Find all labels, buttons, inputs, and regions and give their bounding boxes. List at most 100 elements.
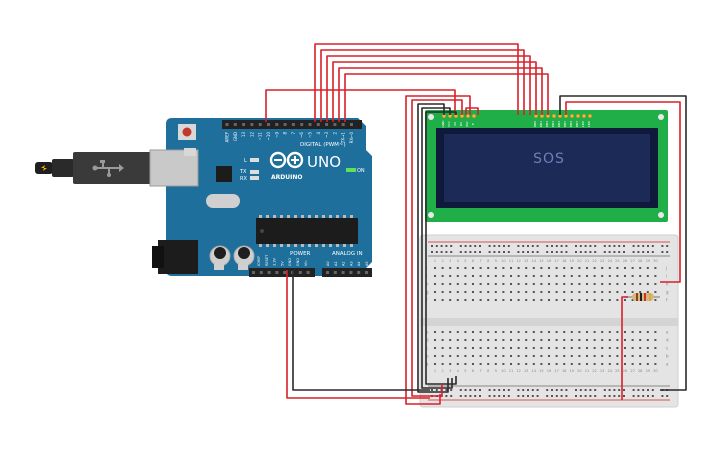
breadboard-hole[interactable] bbox=[616, 331, 619, 333]
analog-pin[interactable] bbox=[333, 271, 337, 274]
breadboard-hole[interactable] bbox=[563, 339, 566, 341]
breadboard-hole[interactable] bbox=[441, 299, 444, 301]
breadboard-hole[interactable] bbox=[608, 283, 611, 285]
rail-hole[interactable] bbox=[584, 251, 587, 253]
breadboard-hole[interactable] bbox=[563, 299, 566, 301]
lcd-pin[interactable] bbox=[551, 113, 557, 119]
breadboard-hole[interactable] bbox=[456, 275, 459, 277]
rail-hole[interactable] bbox=[507, 389, 510, 391]
breadboard-hole[interactable] bbox=[578, 267, 581, 269]
rail-hole[interactable] bbox=[527, 395, 529, 397]
breadboard-hole[interactable] bbox=[540, 347, 543, 349]
breadboard-hole[interactable] bbox=[472, 355, 474, 357]
digital-pin[interactable] bbox=[350, 123, 353, 126]
rail-hole[interactable] bbox=[531, 389, 534, 391]
breadboard-hole[interactable] bbox=[570, 267, 573, 269]
breadboard-hole[interactable] bbox=[494, 283, 497, 285]
breadboard-hole[interactable] bbox=[646, 275, 649, 277]
breadboard-hole[interactable] bbox=[631, 331, 634, 333]
breadboard-hole[interactable] bbox=[532, 363, 535, 365]
breadboard-hole[interactable] bbox=[616, 363, 619, 365]
rail-hole[interactable] bbox=[479, 395, 481, 397]
rail-hole[interactable] bbox=[594, 389, 597, 391]
breadboard-hole[interactable] bbox=[449, 347, 452, 349]
breadboard-hole[interactable] bbox=[578, 275, 581, 277]
breadboard-hole[interactable] bbox=[646, 347, 649, 349]
breadboard-hole[interactable] bbox=[487, 299, 490, 301]
rail-hole[interactable] bbox=[551, 395, 553, 397]
breadboard-hole[interactable] bbox=[540, 267, 543, 269]
breadboard-hole[interactable] bbox=[540, 291, 543, 293]
rail-hole[interactable] bbox=[666, 251, 669, 253]
breadboard-hole[interactable] bbox=[532, 299, 535, 301]
breadboard-hole[interactable] bbox=[532, 267, 535, 269]
breadboard-hole[interactable] bbox=[494, 339, 497, 341]
breadboard-hole[interactable] bbox=[449, 267, 452, 269]
rail-hole[interactable] bbox=[560, 245, 563, 247]
breadboard-hole[interactable] bbox=[532, 355, 535, 357]
rail-hole[interactable] bbox=[464, 245, 467, 247]
breadboard-hole[interactable] bbox=[548, 299, 550, 301]
breadboard-hole[interactable] bbox=[631, 355, 634, 357]
breadboard-hole[interactable] bbox=[586, 347, 588, 349]
rail-hole[interactable] bbox=[459, 389, 462, 391]
rail-hole[interactable] bbox=[661, 395, 664, 397]
breadboard-hole[interactable] bbox=[540, 331, 543, 333]
rail-hole[interactable] bbox=[632, 395, 635, 397]
power-pin[interactable] bbox=[275, 271, 279, 274]
breadboard-hole[interactable] bbox=[601, 267, 604, 269]
digital-pin[interactable] bbox=[308, 123, 312, 126]
rail-hole[interactable] bbox=[623, 245, 625, 247]
breadboard-hole[interactable] bbox=[624, 339, 626, 341]
breadboard-hole[interactable] bbox=[631, 339, 634, 341]
breadboard-hole[interactable] bbox=[654, 363, 657, 365]
rail-hole[interactable] bbox=[608, 251, 611, 253]
power-pin[interactable] bbox=[306, 271, 310, 274]
digital-pin[interactable] bbox=[275, 123, 279, 126]
breadboard-hole[interactable] bbox=[532, 331, 535, 333]
breadboard-hole[interactable] bbox=[654, 347, 657, 349]
rail-hole[interactable] bbox=[522, 395, 525, 397]
rail-hole[interactable] bbox=[507, 395, 510, 397]
breadboard-hole[interactable] bbox=[639, 283, 642, 285]
breadboard-hole[interactable] bbox=[479, 291, 482, 293]
breadboard-hole[interactable] bbox=[502, 363, 505, 365]
breadboard-hole[interactable] bbox=[563, 347, 566, 349]
breadboard-hole[interactable] bbox=[631, 347, 634, 349]
rail-hole[interactable] bbox=[435, 389, 438, 391]
rail-hole[interactable] bbox=[493, 389, 496, 391]
breadboard-hole[interactable] bbox=[525, 267, 528, 269]
rail-hole[interactable] bbox=[522, 251, 525, 253]
breadboard-hole[interactable] bbox=[449, 275, 452, 277]
breadboard-hole[interactable] bbox=[456, 363, 459, 365]
breadboard-hole[interactable] bbox=[449, 283, 452, 285]
rail-hole[interactable] bbox=[555, 245, 558, 247]
breadboard-hole[interactable] bbox=[510, 363, 512, 365]
breadboard-hole[interactable] bbox=[570, 299, 573, 301]
breadboard-hole[interactable] bbox=[494, 299, 497, 301]
breadboard-hole[interactable] bbox=[608, 355, 611, 357]
breadboard-hole[interactable] bbox=[601, 299, 604, 301]
rail-hole[interactable] bbox=[594, 395, 597, 397]
rail-hole[interactable] bbox=[435, 251, 438, 253]
power-pin[interactable] bbox=[252, 271, 255, 274]
breadboard-hole[interactable] bbox=[654, 291, 657, 293]
breadboard-hole[interactable] bbox=[555, 363, 558, 365]
breadboard-hole[interactable] bbox=[510, 275, 512, 277]
breadboard-hole[interactable] bbox=[517, 275, 520, 277]
breadboard-hole[interactable] bbox=[586, 339, 588, 341]
breadboard-hole[interactable] bbox=[472, 339, 474, 341]
breadboard-hole[interactable] bbox=[631, 267, 634, 269]
rail-hole[interactable] bbox=[517, 389, 520, 391]
breadboard-hole[interactable] bbox=[517, 355, 520, 357]
breadboard-hole[interactable] bbox=[517, 331, 520, 333]
rail-hole[interactable] bbox=[450, 251, 453, 253]
rail-hole[interactable] bbox=[531, 251, 534, 253]
breadboard-hole[interactable] bbox=[654, 331, 657, 333]
breadboard-hole[interactable] bbox=[494, 275, 497, 277]
breadboard-hole[interactable] bbox=[608, 331, 611, 333]
rail-hole[interactable] bbox=[647, 389, 649, 391]
breadboard-hole[interactable] bbox=[510, 339, 512, 341]
breadboard-hole[interactable] bbox=[494, 267, 497, 269]
